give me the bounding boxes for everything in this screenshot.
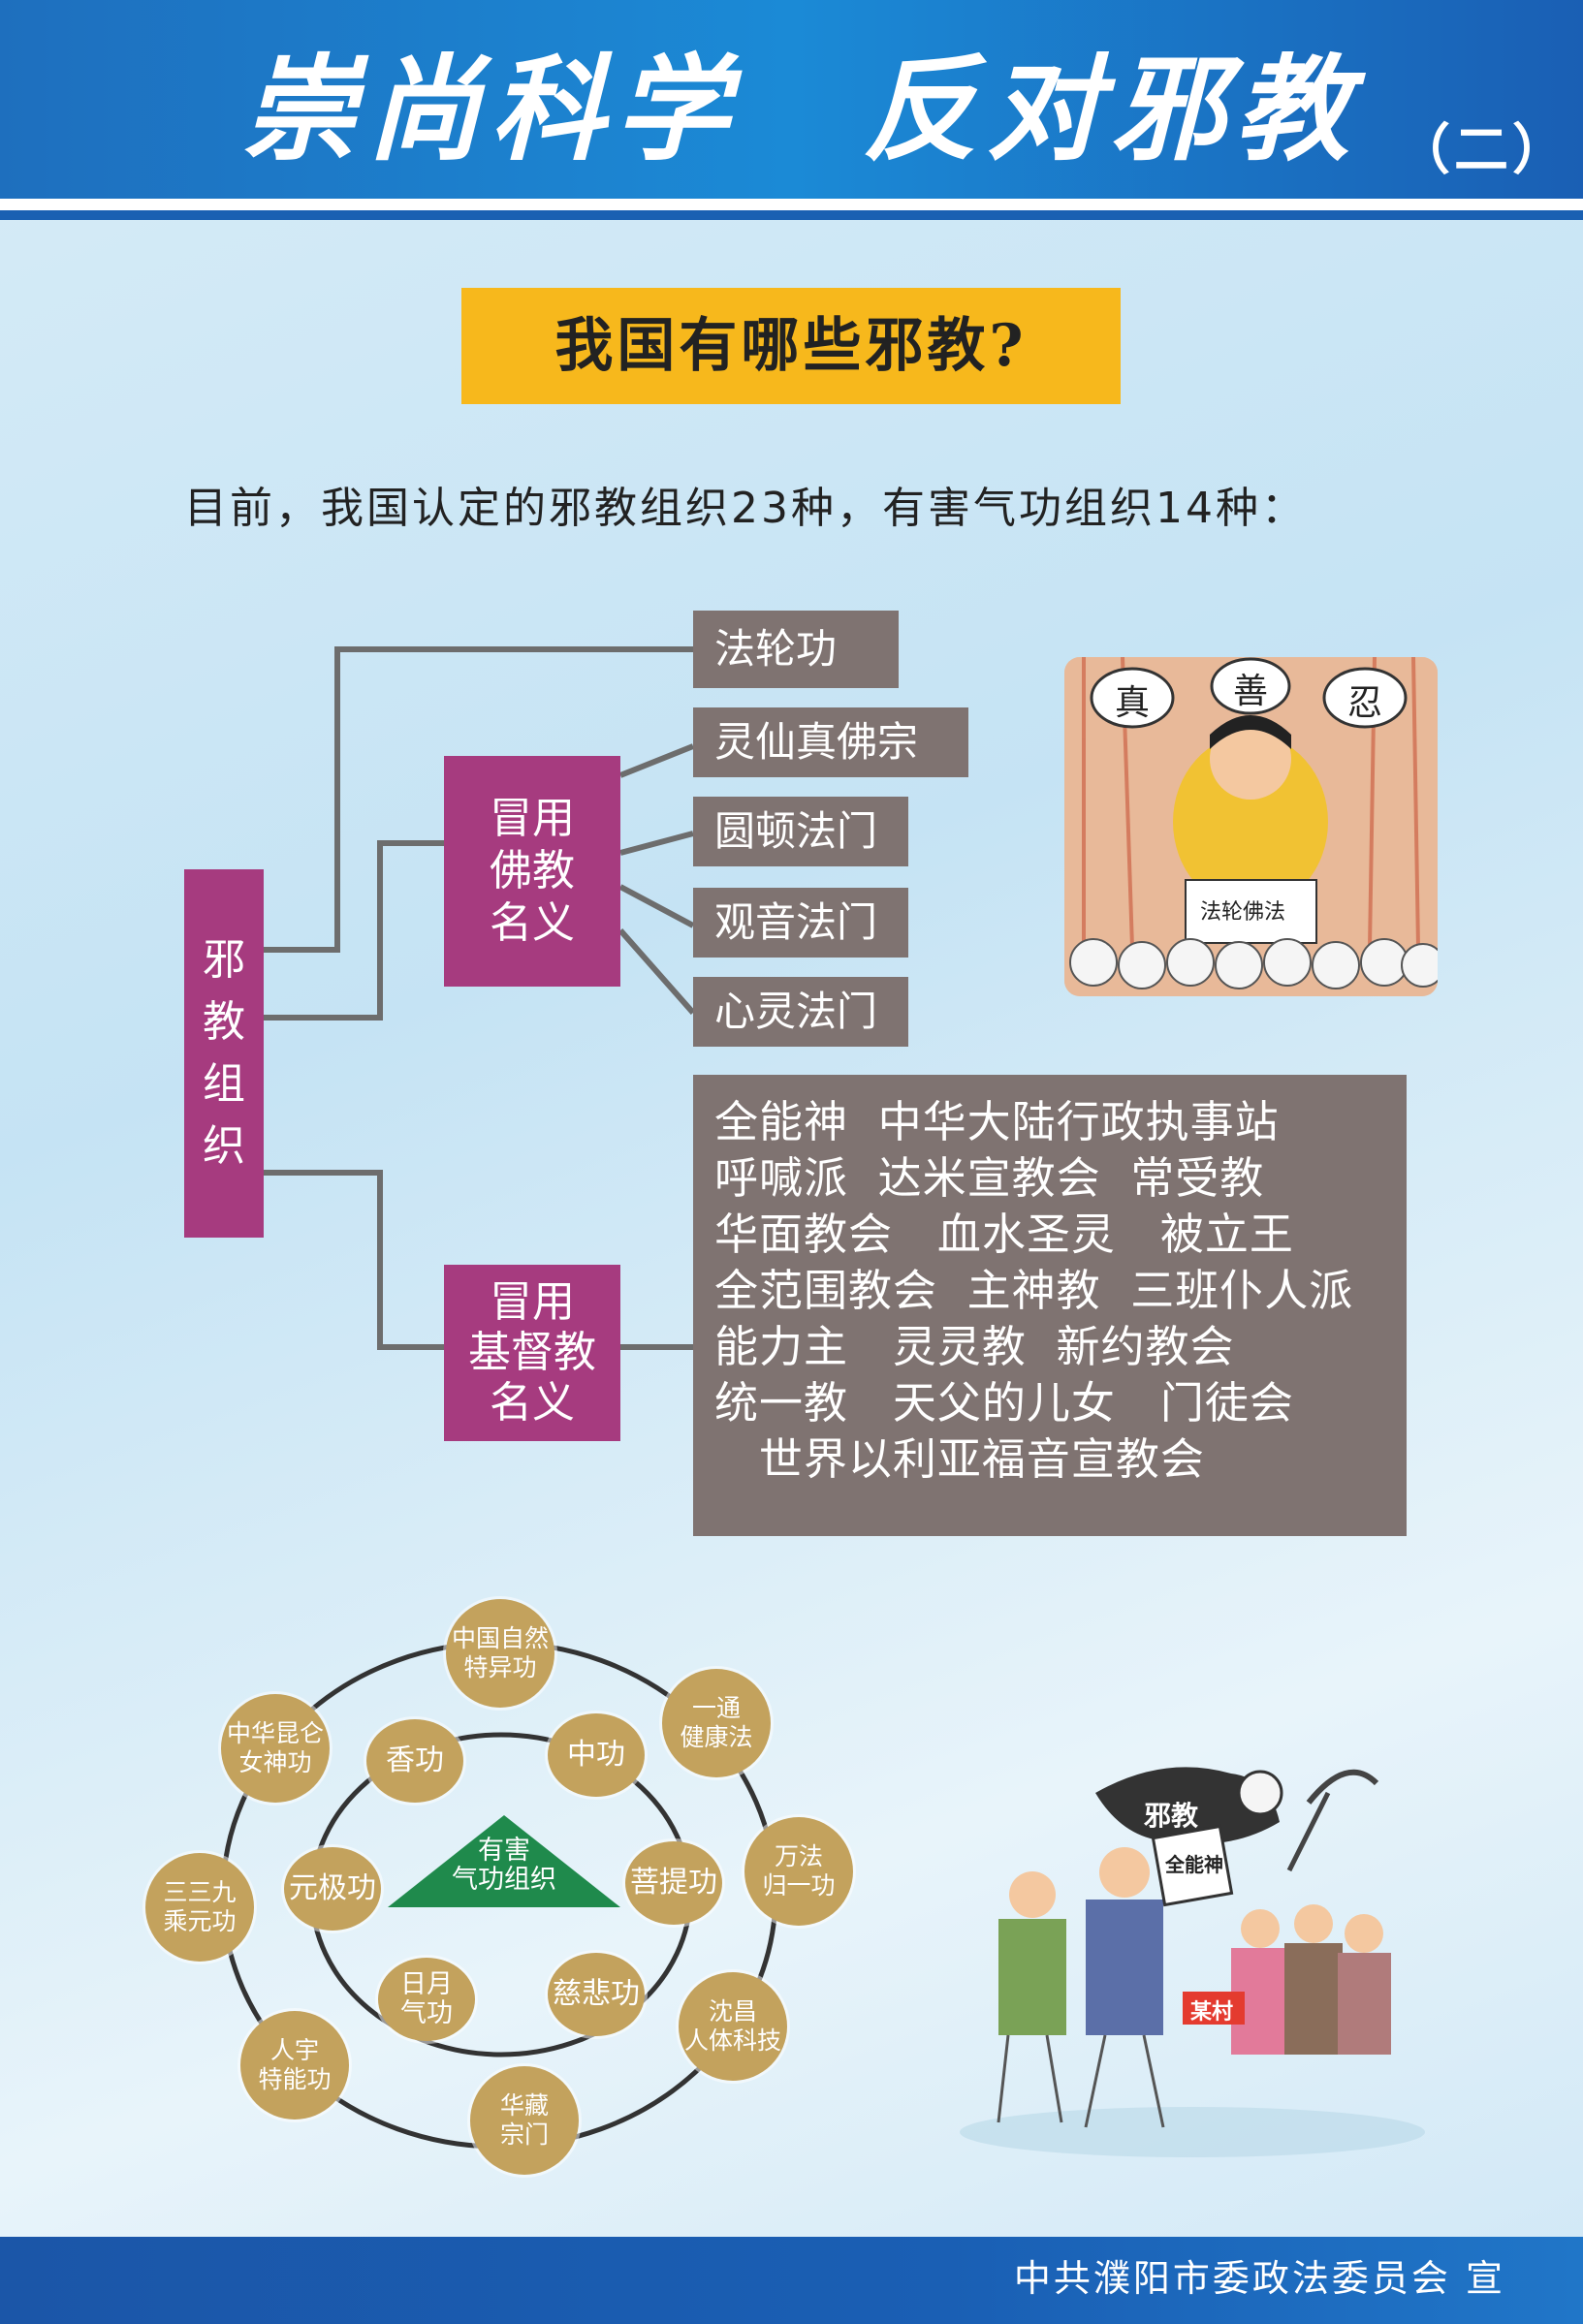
list-item: 全范围教会 主神教 三班仆人派 bbox=[714, 1265, 1354, 1316]
illustration-meditator: 真 善 忍 法轮佛法 bbox=[1064, 657, 1438, 996]
group-buddhist: 冒用 佛教 名义 bbox=[444, 756, 620, 987]
footer-banner bbox=[0, 2237, 1583, 2324]
qigong-inner-4: 慈悲功 bbox=[548, 1953, 645, 2036]
qigong-outer-7: 三三九 乘元功 bbox=[145, 1853, 254, 1962]
list-item: 全能神 中华大陆行政执事站 bbox=[714, 1096, 1280, 1147]
item-yuandun: 圆顿法门 bbox=[693, 797, 908, 866]
scroll-ren: 忍 bbox=[1347, 683, 1383, 723]
qigong-outer-3: 万法 归一功 bbox=[744, 1817, 853, 1926]
group-christian: 冒用 基督教 名义 bbox=[444, 1265, 620, 1441]
list-item: 华面教会 血水圣灵 被立王 bbox=[714, 1209, 1294, 1260]
footer-publisher: 中共濮阳市委政法委员会 宣 bbox=[1013, 2257, 1505, 2300]
sign-quannengshen: 全能神 bbox=[1165, 1853, 1223, 1876]
qigong-outer-8: 中华昆仑 女神功 bbox=[221, 1694, 330, 1803]
qigong-inner-1: 香功 bbox=[366, 1719, 463, 1803]
qigong-outer-5: 华藏 宗门 bbox=[470, 2066, 579, 2175]
qigong-inner-6: 元极功 bbox=[284, 1847, 381, 1931]
list-item: 呼喊派 达米宣教会 常受教 bbox=[714, 1152, 1265, 1204]
sign-village: 某村 bbox=[1190, 2000, 1234, 2025]
list-item: 统一教 天父的儿女 门徒会 bbox=[714, 1377, 1294, 1429]
christian-cult-list: 全能神 中华大陆行政执事站 呼喊派 达米宣教会 常受教 华面教会 血水圣灵 被立… bbox=[693, 1075, 1407, 1536]
item-lingxian: 灵仙真佛宗 bbox=[693, 707, 968, 777]
qigong-outer-2: 一通 健康法 bbox=[662, 1669, 771, 1777]
scroll-shan: 善 bbox=[1233, 672, 1269, 711]
list-item: 能力主 灵灵教 新约教会 bbox=[714, 1321, 1235, 1372]
qigong-center-label: 有害 气功组织 bbox=[452, 1836, 556, 1895]
qigong-outer-1: 中国自然 特异功 bbox=[446, 1599, 554, 1708]
item-falungong: 法轮功 bbox=[693, 611, 899, 688]
header-stripe bbox=[0, 199, 1583, 210]
qigong-outer-4: 沈昌 人体科技 bbox=[679, 1972, 787, 2081]
list-item: 世界以利亚福音宣教会 bbox=[714, 1433, 1205, 1485]
item-xinling: 心灵法门 bbox=[693, 977, 908, 1047]
scroll-zhen: 真 bbox=[1115, 683, 1151, 723]
illustration-reaper: 邪教 全能神 某村 bbox=[940, 1735, 1444, 2161]
item-guanyin: 观音法门 bbox=[693, 888, 908, 958]
intro-text: 目前，我国认定的邪教组织23种，有害气功组织14种： bbox=[184, 484, 1307, 533]
book-title: 法轮佛法 bbox=[1200, 900, 1286, 925]
qigong-inner-5: 日月 气功 bbox=[378, 1958, 475, 2041]
header-stripe-blue bbox=[0, 210, 1583, 220]
section-question: 我国有哪些邪教? bbox=[461, 288, 1121, 404]
root-cult-org: 邪 教 组 织 bbox=[184, 869, 264, 1238]
banner-cult: 邪教 bbox=[1144, 1800, 1199, 1832]
page-title: 崇尚科学 反对邪教 bbox=[242, 42, 1360, 176]
qigong-inner-3: 菩提功 bbox=[625, 1841, 722, 1925]
page-part: （二） bbox=[1396, 119, 1570, 182]
qigong-inner-2: 中功 bbox=[548, 1713, 645, 1797]
header-banner bbox=[0, 0, 1583, 199]
qigong-outer-6: 人宇 特能功 bbox=[240, 2011, 349, 2120]
